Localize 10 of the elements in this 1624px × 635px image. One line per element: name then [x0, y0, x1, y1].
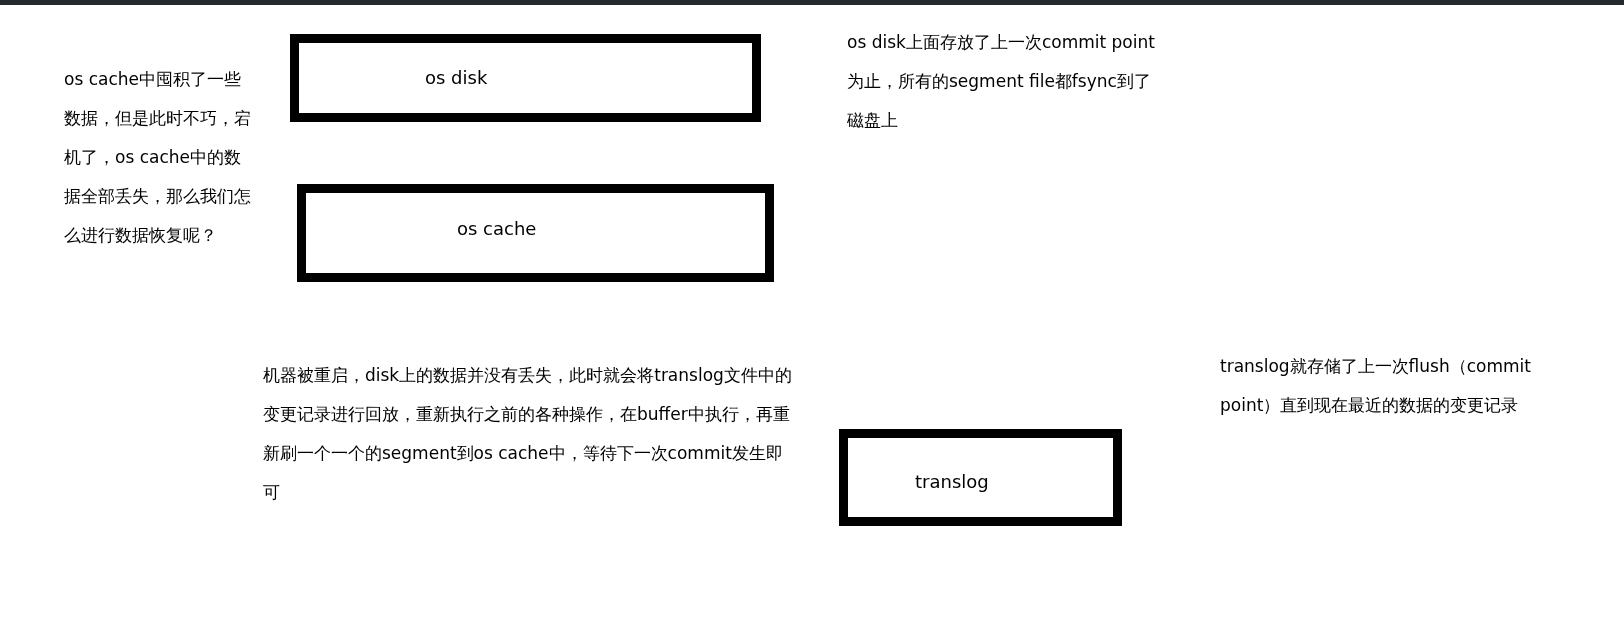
box-label: translog	[915, 471, 989, 492]
note-text: translog就存储了上一次flush（commit point）直到现在最近的数据的变更记录	[1220, 355, 1532, 417]
note-text: os disk上面存放了上一次commit point为止，所有的segment file都fsync到了磁盘上	[847, 31, 1156, 132]
storage-box	[839, 429, 1122, 526]
note-text: os cache中囤积了一些数据，但是此时不巧，宕机了，os cache中的数据全部丢失，那么我们怎么进行数据恢复呢？	[64, 68, 252, 247]
storage-box	[290, 34, 761, 122]
box-label: os cache	[457, 218, 537, 239]
box-label: os disk	[425, 67, 488, 88]
note-text: 机器被重启，disk上的数据并没有丢失，此时就会将translog文件中的变更记录进行回放，重新执行之前的各种操作，在buffer中执行，再重新刷一个一个的segment到os cache中，等待下一次commit发生即可	[263, 364, 793, 504]
storage-box	[297, 184, 774, 282]
